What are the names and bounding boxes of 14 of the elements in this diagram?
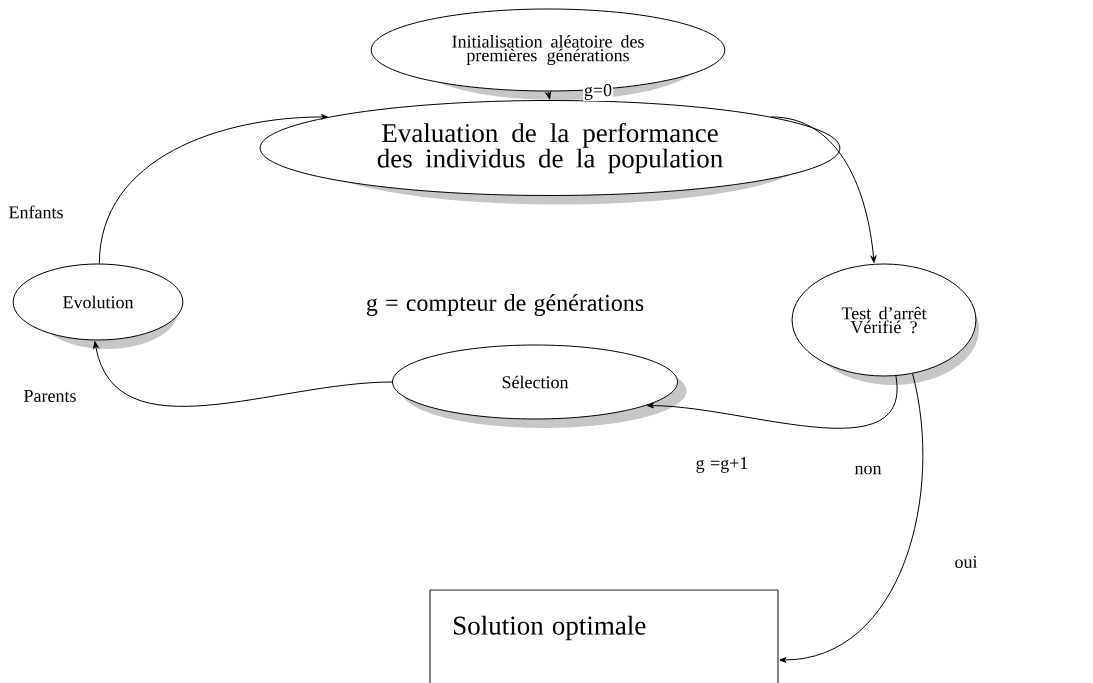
arrow: [646, 375, 897, 429]
edge-label: g=0: [582, 83, 614, 101]
arrow: [545, 91, 552, 100]
arrow: [779, 373, 924, 663]
arrow: [98, 114, 328, 264]
edge-label: Parents: [22, 389, 78, 403]
edge-label: non: [853, 464, 883, 476]
edge-label: oui: [953, 554, 979, 570]
result-box: Solution optimale: [429, 589, 779, 683]
note-text: g = compteur de générations: [366, 294, 644, 316]
note-text: g =g+1: [696, 457, 748, 473]
arrow: [770, 116, 877, 263]
arrow: [93, 341, 393, 407]
edge-label: Enfants: [7, 204, 65, 220]
